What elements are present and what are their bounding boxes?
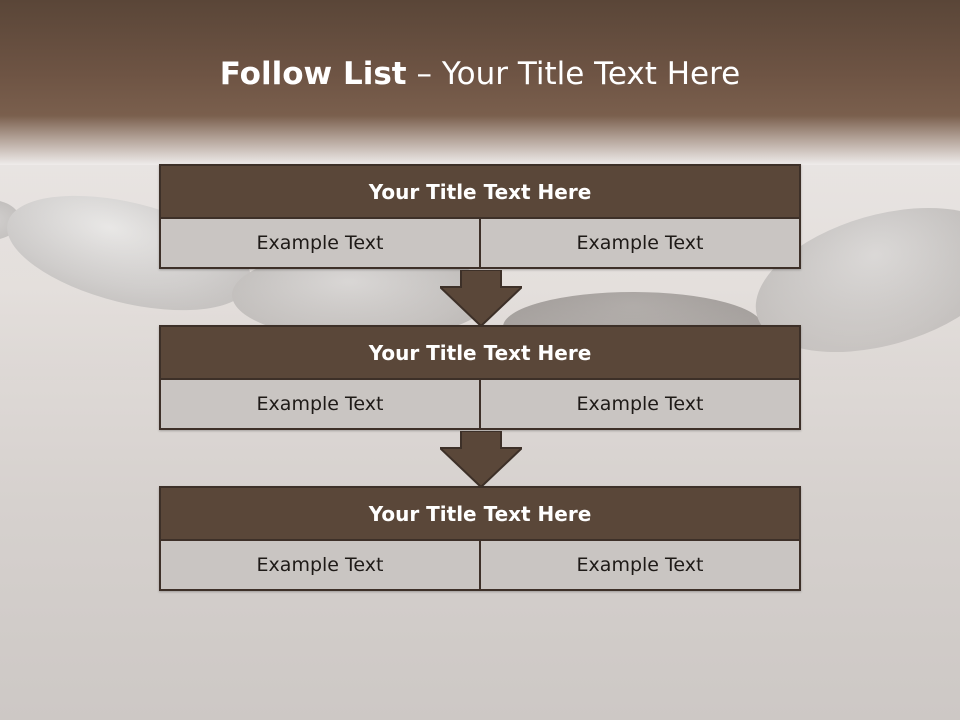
step-title: Your Title Text Here <box>159 486 801 541</box>
step-item-right: Example Text <box>481 219 801 269</box>
step-item-right: Example Text <box>481 380 801 430</box>
step-item-left: Example Text <box>159 541 481 591</box>
down-arrow-icon <box>440 431 522 487</box>
slide-title-bold: Follow List <box>219 56 407 92</box>
step-box-2: Your Title Text Here Example Text Exampl… <box>159 325 801 430</box>
step-box-1: Your Title Text Here Example Text Exampl… <box>159 164 801 269</box>
step-row: Example Text Example Text <box>159 219 801 269</box>
slide-title-rest: – Your Title Text Here <box>406 56 741 92</box>
step-row: Example Text Example Text <box>159 380 801 430</box>
step-title: Your Title Text Here <box>159 325 801 380</box>
step-item-left: Example Text <box>159 219 481 269</box>
step-box-3: Your Title Text Here Example Text Exampl… <box>159 486 801 591</box>
step-item-left: Example Text <box>159 380 481 430</box>
down-arrow-icon <box>440 270 522 326</box>
header-band <box>0 0 960 165</box>
slide-title: Follow List – Your Title Text Here <box>0 52 960 96</box>
step-row: Example Text Example Text <box>159 541 801 591</box>
step-item-right: Example Text <box>481 541 801 591</box>
step-title: Your Title Text Here <box>159 164 801 219</box>
